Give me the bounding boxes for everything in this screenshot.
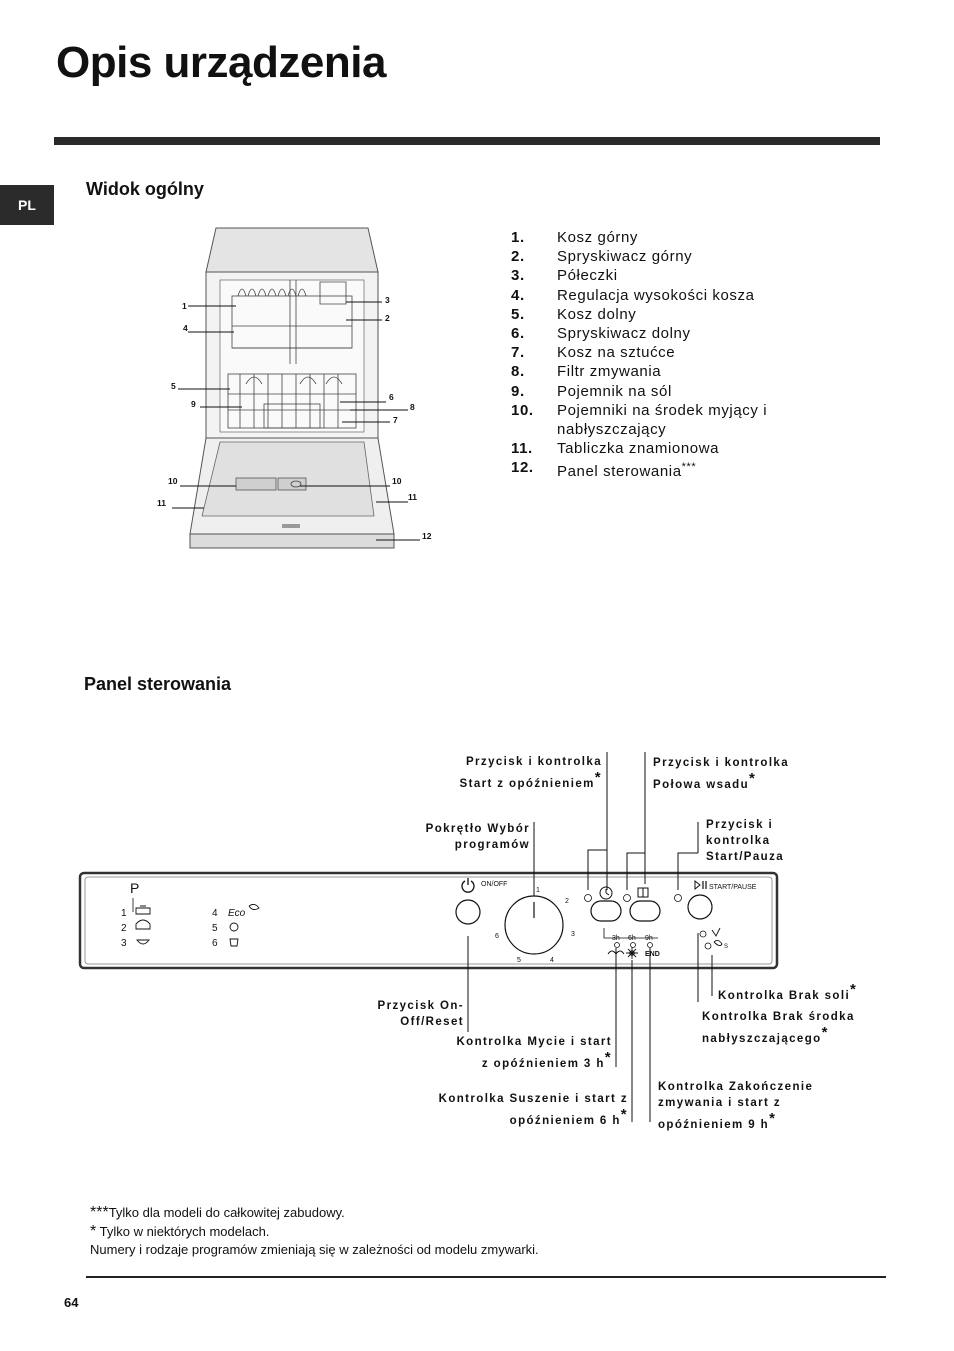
start-pause-label: START/PAUSE [709,884,757,891]
label-wash-3h: Kontrolka Mycie i start z opóźnieniem 3 … [456,1036,612,1070]
power-icon [461,878,475,893]
callout-7: 7 [393,415,398,425]
delay-6h-label: 6h [628,935,636,942]
callout-5: 5 [171,381,176,391]
delay-9h-label: 9h [645,935,653,942]
bowl-icon [136,939,150,945]
half-load-led [623,894,631,902]
callout-12: 12 [422,531,432,541]
on-off-button[interactable] [455,899,481,925]
page-title: Opis urządzenia [56,38,386,87]
delay-leds [603,928,658,948]
play-pause-icon [694,879,707,891]
label-start-pause: Przycisk i kontrolka Start/Pauza [706,819,785,863]
list-item: 10.Pojemniki na środek myjący i nabłyszc… [511,401,768,439]
footnote: * Tylko w niektórych modelach. [90,1222,270,1240]
knob-number-2: 2 [565,898,569,905]
prog-1: 1 [121,908,127,919]
list-item: 6.Spryskiwacz dolny [511,325,691,343]
rinse-aid-icon [713,939,723,947]
language-tab: PL [0,185,54,225]
label-half-load: Przycisk i kontrolka Połowa wsadu* [653,757,790,791]
callout-1: 1 [182,301,187,311]
callout-6: 6 [389,392,394,402]
list-item: 1.Kosz górny [511,229,639,246]
prog-3: 3 [121,938,127,949]
knob-number-6: 6 [495,933,499,940]
overview-heading: Widok ogólny [86,179,204,199]
list-item: 9.Pojemnik na sól [511,382,672,400]
prog-5: 5 [212,923,218,934]
start-pause-led [674,894,682,902]
footer-rule [86,1276,886,1278]
label-no-salt: Kontrolka Brak soli* [718,981,858,1002]
list-item: 2.Spryskiwacz górny [511,248,693,266]
leaf-icon [248,903,260,911]
half-load-icon [637,887,649,898]
page-number: 64 [64,1295,79,1310]
prog-2: 2 [121,923,127,934]
delay-clock-icon [599,886,613,900]
knob-number-4: 4 [550,957,554,964]
footnote: Numery i rodzaje programów zmieniają się… [90,1242,539,1257]
callout-2: 2 [385,313,390,323]
label-end-9h: Kontrolka Zakończenie zmywania i start z… [658,1081,814,1131]
knob-number-1: 1 [536,887,540,894]
eco-label: Eco [228,908,246,919]
label-program-knob: Pokrętło Wybór programów [425,823,530,851]
on-off-label: ON/OFF [481,881,507,888]
parts-list: 1.Kosz górny 2.Spryskiwacz górny 3.Półec… [511,228,801,482]
salt-icon [711,927,721,937]
callout-3: 3 [385,295,390,305]
callout-10-left: 10 [168,476,178,486]
footnotes: ***Tylko dla modeli do całkowitej zabudo… [90,1204,539,1260]
prog-6: 6 [212,938,218,949]
footnote: ***Tylko dla modeli do całkowitej zabudo… [90,1204,345,1221]
control-panel-heading: Panel sterowania [84,674,232,694]
label-on-off-reset: Przycisk On-Off/Reset [377,1000,464,1028]
callout-8: 8 [410,402,415,412]
title-rule [54,137,880,145]
callout-4: 4 [183,323,188,333]
callout-9: 9 [191,399,196,409]
prog-4: 4 [212,908,218,919]
pot-icon [135,905,151,915]
program-knob[interactable] [504,895,564,955]
list-item: 5.Kosz dolny [511,305,637,323]
knob-number-5: 5 [517,957,521,964]
pan-icon [135,919,151,930]
callout-11-left: 11 [157,498,166,508]
clock-icon [229,922,239,932]
label-delay-start: Przycisk i kontrolka Start z opóźnieniem… [459,756,602,790]
program-p-label: P [130,880,139,896]
list-item: 11.Tabliczka znamionowa [511,440,720,458]
delay-3h-label: 3h [612,935,620,942]
program-icons [135,903,260,947]
list-item: 3.Półeczki [511,267,618,285]
label-dry-6h: Kontrolka Suszenie i start z opóźnieniem… [438,1093,628,1127]
delay-start-led [584,894,592,902]
start-pause-button[interactable] [687,894,713,920]
no-salt-led [699,930,707,938]
callout-10-right: 10 [392,476,402,486]
salt-s-label: S [724,944,728,950]
label-no-rinse-aid: Kontrolka Brak środka nabłyszczającego* [702,1011,855,1045]
callout-11-right: 11 [408,492,417,502]
control-panel-diagram: P 1 2 3 4 5 6 Eco ON/OFF START/PAUSE 3h … [78,752,779,1122]
dishwasher-illustration: 1 4 5 9 10 11 3 2 6 8 7 10 11 12 [157,227,432,549]
delay-start-button[interactable] [590,900,622,922]
half-load-button[interactable] [629,900,661,922]
list-item: 7.Kosz na sztućce [511,344,676,362]
list-item: 4.Regulacja wysokości kosza [511,286,755,304]
end-label: END [645,951,660,958]
knob-number-3: 3 [571,931,575,938]
glass-icon [229,938,239,947]
list-item: 8.Filtr zmywania [511,363,662,381]
list-item: 12.Panel sterowania*** [511,459,697,481]
no-rinse-aid-led [704,942,712,950]
